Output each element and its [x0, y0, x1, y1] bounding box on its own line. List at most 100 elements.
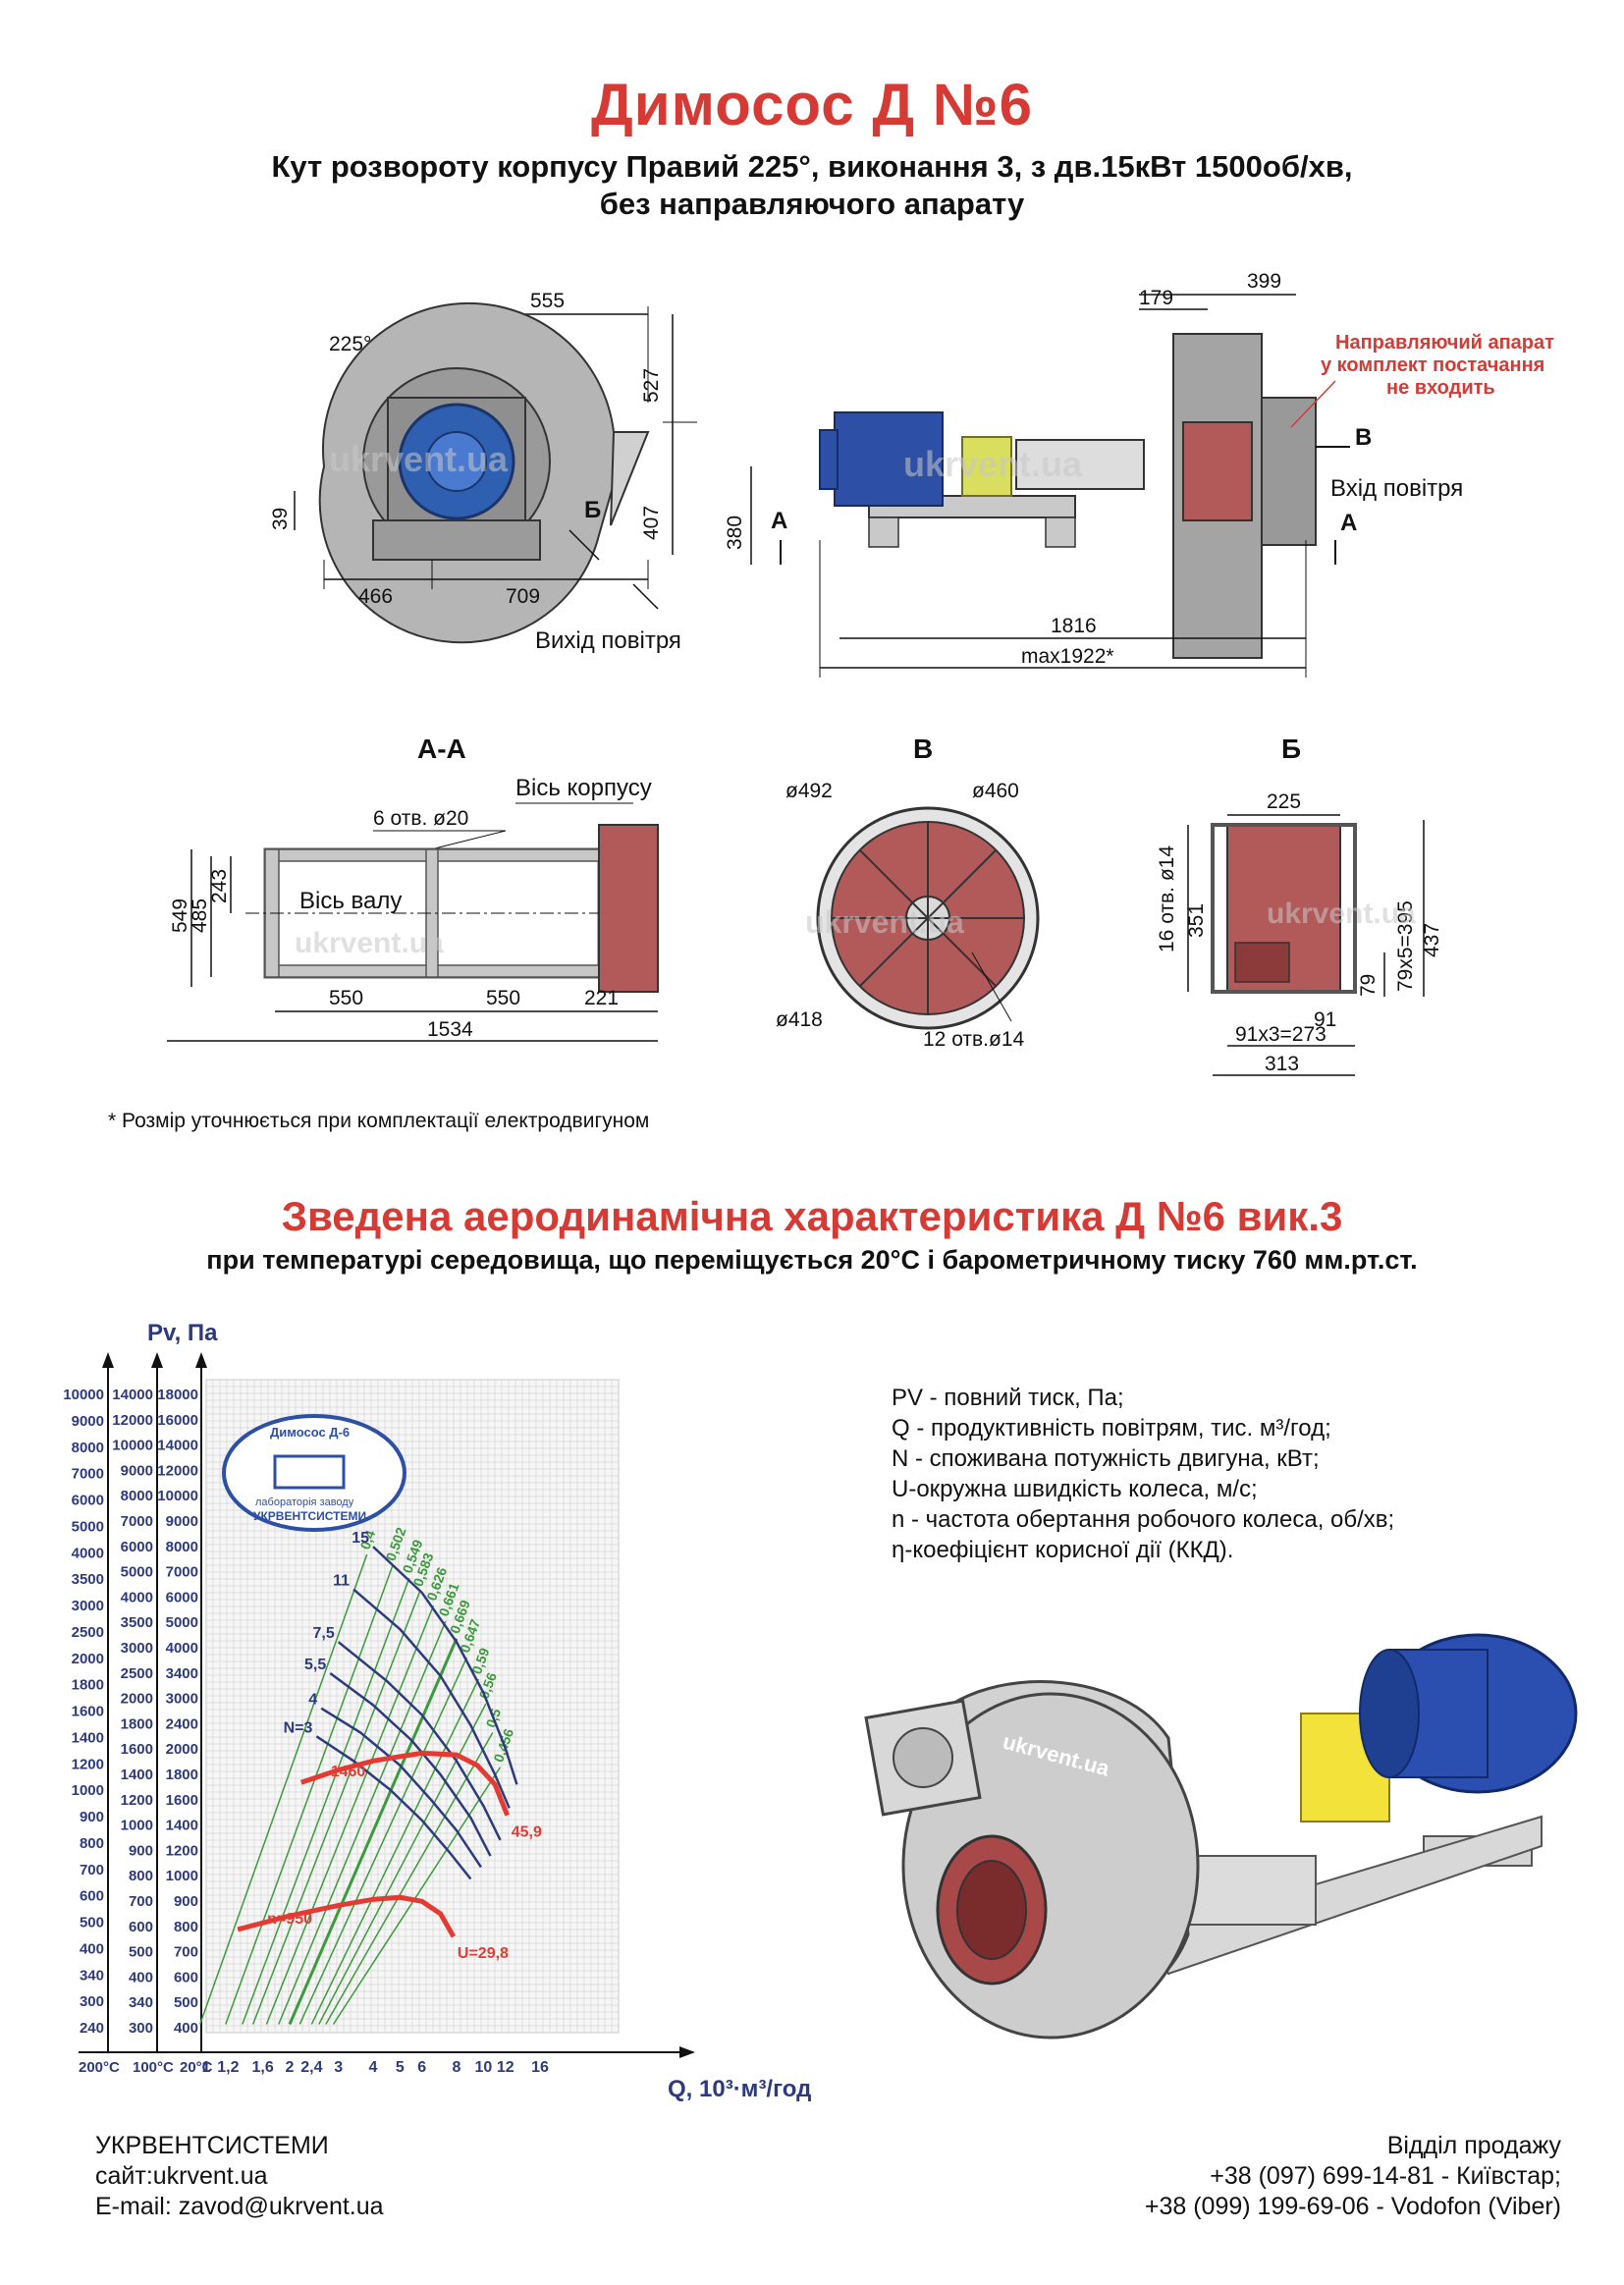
y-tick-200c: 3000 — [72, 1598, 104, 1614]
dim-549: 549 — [169, 898, 191, 933]
footer-site[interactable]: сайт:ukrvent.ua — [95, 2162, 268, 2190]
speed-label: 1460 — [331, 1764, 366, 1780]
dim-d460: ø460 — [972, 780, 1019, 802]
y-tick-200c: 900 — [80, 1809, 104, 1825]
x-tick-label: 1 — [202, 2059, 211, 2076]
section-v-drawing: В ø492 ø460 ø418 12 отв.ø14 ukrvent.ua — [776, 734, 1040, 1051]
efficiency-ray — [242, 1577, 410, 2025]
y-tick-20c: 4000 — [166, 1640, 198, 1657]
y-tick-100c: 1000 — [121, 1818, 153, 1834]
y-tick-100c: 340 — [129, 1994, 153, 2011]
y-tick-20c: 1000 — [166, 1868, 198, 1884]
x-tick-label: 3 — [334, 2059, 343, 2076]
efficiency-ray — [225, 1565, 394, 2025]
y-tick-200c: 1800 — [72, 1677, 104, 1694]
x-tick-label: 2 — [286, 2059, 295, 2076]
y-tick-100c: 14000 — [112, 1387, 153, 1403]
y-tick-100c: 800 — [129, 1868, 153, 1884]
footer-phone-1[interactable]: +38 (097) 699-14-81 - Київстар; — [1210, 2162, 1561, 2190]
outlet-label-front: Вихід повітря — [535, 627, 681, 654]
dim-179: 179 — [1139, 287, 1173, 309]
speed-curve — [299, 1750, 511, 1817]
aero-subtitle: при температурі середовища, що переміщує… — [206, 1245, 1418, 1275]
y-tick-100c: 2000 — [121, 1691, 153, 1708]
y-axis-arrow-1 — [151, 1352, 163, 1368]
y-tick-200c: 300 — [80, 1993, 104, 2010]
power-label: 11 — [333, 1573, 350, 1590]
x-tick-label: 5 — [396, 2059, 405, 2076]
warn-line-3: не входить — [1386, 377, 1495, 399]
speed-u-label: U=29,8 — [458, 1945, 509, 1962]
dim-437: 437 — [1421, 923, 1443, 957]
footer-email[interactable]: E-mail: zavod@ukrvent.ua — [95, 2193, 384, 2220]
y-tick-20c: 800 — [174, 1919, 198, 1935]
dim-1534: 1534 — [427, 1018, 473, 1041]
footer-phone-2[interactable]: +38 (099) 199-69-06 - Vodofon (Viber) — [1144, 2193, 1561, 2220]
y-tick-200c: 10000 — [63, 1387, 104, 1403]
dim-550-a: 550 — [329, 987, 363, 1009]
y-tick-100c: 10000 — [112, 1438, 153, 1454]
y-tick-100c: 1200 — [121, 1792, 153, 1809]
dim-d418: ø418 — [776, 1008, 823, 1031]
efficiency-ray — [251, 1591, 421, 2025]
legend-pv: PV - повний тиск, Па; — [892, 1385, 1124, 1411]
section-v-title: В — [913, 734, 933, 764]
legend-q: Q - продуктивність повітрям, тис. м³/год… — [892, 1415, 1331, 1442]
y-tick-20c: 3000 — [166, 1691, 198, 1708]
holes-v: 12 отв.ø14 — [923, 1028, 1025, 1051]
section-b-title: Б — [1281, 734, 1301, 764]
watermark-b: ukrvent.ua — [1267, 898, 1416, 930]
section-aa-title: А-А — [417, 734, 466, 764]
y-tick-200c: 700 — [80, 1862, 104, 1878]
dim-79: 79 — [1357, 974, 1380, 997]
page-title: Димосос Д №6 — [590, 72, 1034, 137]
power-curve — [320, 1707, 482, 1869]
label-a-right: А — [1340, 510, 1357, 536]
dim-91: 91 — [1314, 1008, 1336, 1031]
y-tick-20c: 1400 — [166, 1818, 198, 1834]
aero-title: Зведена аеродинамічна характеристика Д №… — [281, 1193, 1343, 1239]
subtitle-line-1: Кут розвороту корпусу Правий 225°, викон… — [271, 149, 1353, 184]
y-tick-100c: 500 — [129, 1944, 153, 1961]
logo-mid: лабораторія заводу — [255, 1496, 354, 1508]
section-aa-drawing: А-А Вісь корпусу 6 отв. ø20 Вісь валу 54… — [167, 734, 659, 1042]
footer-dept: Відділ продажу — [1386, 2132, 1561, 2159]
x-axis-label: Q, 10³·м³/год — [668, 2076, 811, 2102]
chart-axes — [79, 1352, 695, 2058]
y-tick-200c: 400 — [80, 1940, 104, 1957]
dim-527: 527 — [640, 368, 663, 403]
y-tick-200c: 1600 — [72, 1704, 104, 1720]
legend-u: U-окружна швидкість колеса, м/с; — [892, 1476, 1258, 1502]
y-axis-arrow-2 — [195, 1352, 207, 1368]
logo-top: Димосос Д-6 — [270, 1425, 350, 1440]
chart-labels: 1000090008000700060005000400035003000250… — [63, 1387, 549, 2076]
y-tick-20c: 1600 — [166, 1792, 198, 1809]
y-tick-20c: 7000 — [166, 1564, 198, 1581]
x-tick-label: 12 — [497, 2059, 514, 2076]
dim-407: 407 — [640, 506, 663, 540]
efficiency-ray — [310, 1678, 480, 2025]
watermark-front: ukrvent.ua — [329, 439, 509, 479]
power-label: 15 — [352, 1530, 369, 1547]
logo-bottom: УКРВЕНТСИСТЕМИ — [253, 1509, 366, 1523]
y-tick-100c: 12000 — [112, 1412, 153, 1429]
dim-399: 399 — [1247, 270, 1281, 293]
x-temp-label: 200°C — [79, 2059, 120, 2076]
power-label: 4 — [308, 1692, 317, 1709]
y-tick-100c: 8000 — [121, 1488, 153, 1504]
y-tick-200c: 9000 — [72, 1413, 104, 1430]
efficiency-ray — [288, 1638, 459, 2026]
efficiency-label: 0,4 — [356, 1528, 378, 1551]
front-view-drawing: 555 225° 527 407 39 466 709 Б Вихід пові… — [269, 290, 697, 654]
lab-logo: Димосос Д-6 лабораторія заводу УКРВЕНТСИ… — [222, 1414, 406, 1532]
footer-left: УКРВЕНТСИСТЕМИ сайт:ukrvent.ua E-mail: z… — [95, 2131, 384, 2222]
power-curve — [329, 1671, 492, 1857]
dim-709: 709 — [506, 585, 540, 608]
x-tick-label: 10 — [474, 2059, 492, 2076]
y-tick-20c: 3400 — [166, 1665, 198, 1682]
y-tick-200c: 6000 — [72, 1493, 104, 1509]
y-tick-20c: 700 — [174, 1944, 198, 1961]
efficiency-ray — [265, 1605, 435, 2025]
